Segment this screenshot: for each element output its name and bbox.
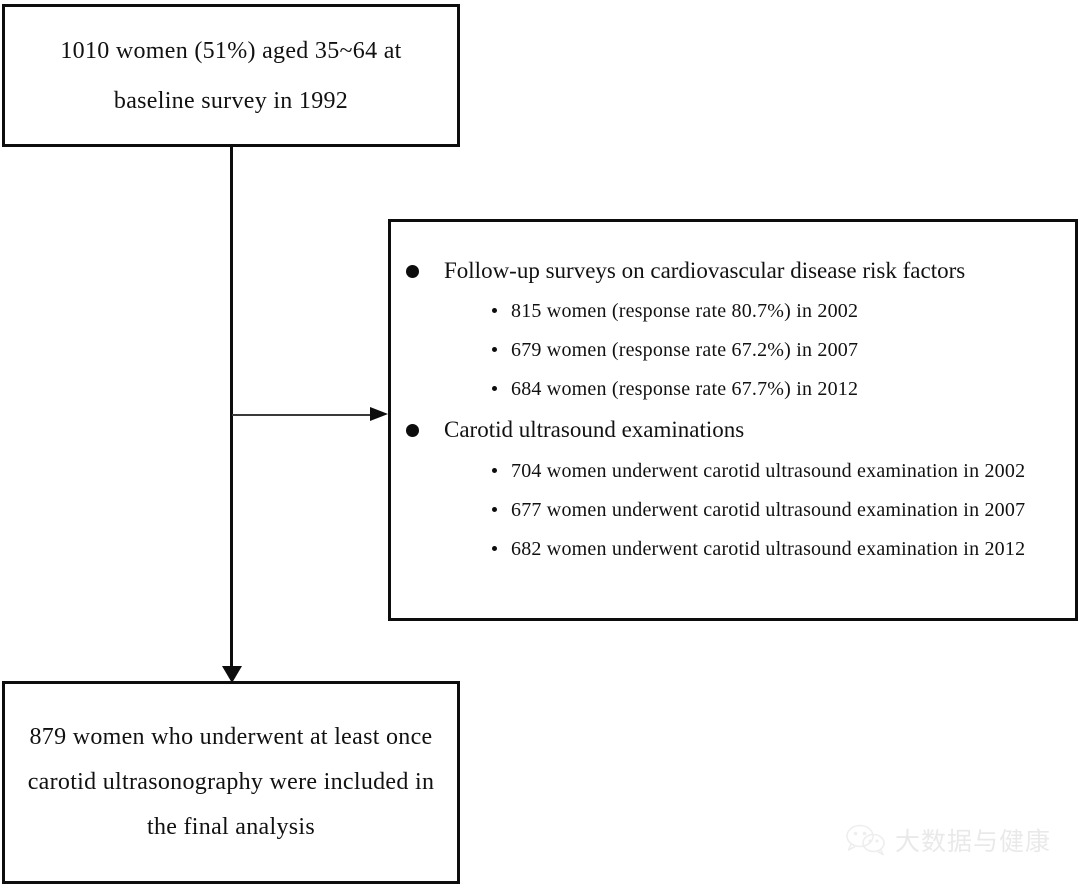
list-item: 684 women (response rate 67.7%) in 2012: [492, 376, 1075, 402]
list-item-text: 682 women underwent carotid ultrasound e…: [511, 538, 1026, 560]
followup-and-ultrasound-box: Follow-up surveys on cardiovascular dise…: [388, 219, 1078, 621]
watermark-text: 大数据与健康: [895, 827, 1052, 856]
bullet-dot-icon: [492, 347, 497, 352]
bullet-dot-icon: [492, 308, 497, 313]
list-item: 679 women (response rate 67.2%) in 2007: [492, 337, 1075, 363]
final-line-3: the final analysis: [146, 814, 316, 840]
bullet-heading-text: Carotid ultrasound examinations: [444, 417, 745, 442]
list-item: 704 women underwent carotid ultrasound e…: [492, 458, 1075, 484]
list-item: 815 women (response rate 80.7%) in 2002: [492, 298, 1075, 324]
bullet-disc-icon: [406, 424, 419, 437]
final-line-2: carotid ultrasonography were included in: [27, 769, 435, 795]
horizontal-connector-line: [232, 414, 378, 416]
baseline-survey-box: 1010 women (51%) aged 35~64 at baseline …: [2, 4, 460, 147]
list-item-text: 677 women underwent carotid ultrasound e…: [511, 499, 1026, 521]
watermark: 大数据与健康: [845, 822, 1051, 858]
list-item: 682 women underwent carotid ultrasound e…: [492, 536, 1075, 562]
bullet-heading-followup: Follow-up surveys on cardiovascular dise…: [406, 256, 1075, 286]
bullet-dot-icon: [492, 386, 497, 391]
list-item-text: 815 women (response rate 80.7%) in 2002: [511, 300, 859, 322]
bullet-group-followup: Follow-up surveys on cardiovascular dise…: [391, 256, 1075, 402]
bullet-disc-icon: [406, 265, 419, 278]
final-line-1: 879 women who underwent at least once: [29, 724, 433, 750]
list-item-text: 704 women underwent carotid ultrasound e…: [511, 460, 1026, 482]
arrow-down-icon: [222, 666, 242, 683]
list-item: 677 women underwent carotid ultrasound e…: [492, 497, 1075, 523]
bullet-group-carotid: Carotid ultrasound examinations 704 wome…: [391, 415, 1075, 562]
list-item-text: 679 women (response rate 67.2%) in 2007: [511, 339, 859, 361]
bullet-dot-icon: [492, 468, 497, 473]
arrow-right-icon: [370, 407, 388, 421]
list-item-text: 684 women (response rate 67.7%) in 2012: [511, 378, 859, 400]
bullet-heading-text: Follow-up surveys on cardiovascular dise…: [444, 258, 966, 283]
bullet-dot-icon: [492, 546, 497, 551]
sub-bullet-list-followup: 815 women (response rate 80.7%) in 2002 …: [391, 298, 1075, 402]
baseline-line-2: baseline survey in 1992: [113, 87, 349, 114]
baseline-line-1: 1010 women (51%) aged 35~64 at: [60, 37, 402, 64]
bullet-heading-carotid: Carotid ultrasound examinations: [406, 415, 1075, 445]
bullet-dot-icon: [492, 507, 497, 512]
wechat-icon: [846, 824, 885, 856]
vertical-connector-line: [230, 145, 233, 670]
final-analysis-box: 879 women who underwent at least once ca…: [2, 681, 460, 884]
sub-bullet-list-carotid: 704 women underwent carotid ultrasound e…: [391, 458, 1075, 562]
